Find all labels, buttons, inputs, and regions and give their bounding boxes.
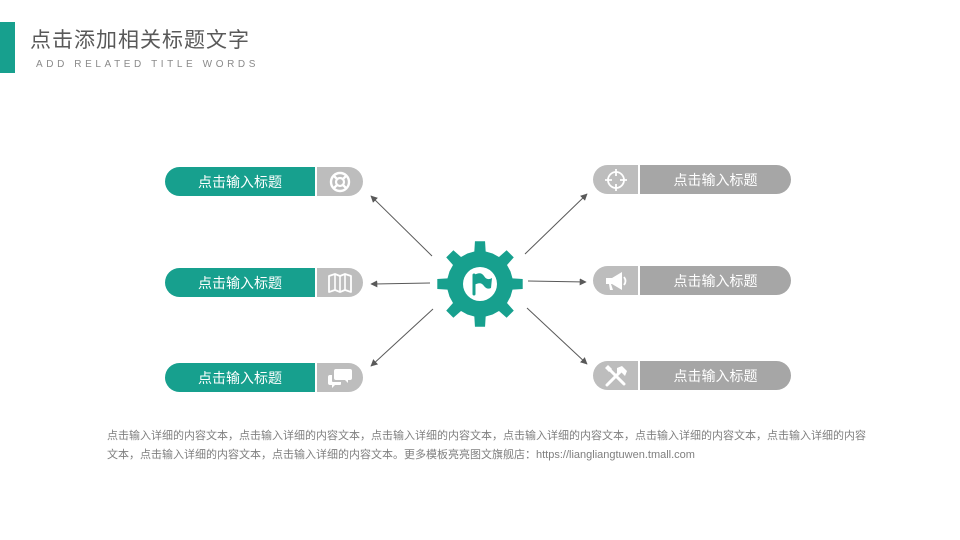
page-title: 点击添加相关标题文字 <box>30 29 250 52</box>
arrow-to-top-right <box>524 193 588 255</box>
arrow-to-bottom-right <box>526 307 588 365</box>
node-label: 点击输入标题 <box>165 268 315 297</box>
arrow-to-bottom-left <box>370 308 434 367</box>
node-label: 点击输入标题 <box>640 266 791 295</box>
body-text: 点击输入详细的内容文本，点击输入详细的内容文本，点击输入详细的内容文本，点击输入… <box>107 430 866 461</box>
node-label: 点击输入标题 <box>640 165 791 194</box>
gear-with-flag-icon <box>437 241 523 327</box>
arrow-to-middle-right <box>527 278 587 286</box>
crosshair-icon <box>593 165 640 194</box>
node-label: 点击输入标题 <box>640 361 791 390</box>
accent-bar <box>0 22 15 73</box>
node-bottom-right[interactable]: 点击输入标题 <box>593 361 791 390</box>
node-bottom-left[interactable]: 点击输入标题 <box>165 363 363 392</box>
chat-bubbles-icon <box>315 363 363 392</box>
map-icon <box>315 268 363 297</box>
arrow-to-top-left <box>370 195 433 257</box>
node-middle-right[interactable]: 点击输入标题 <box>593 266 791 295</box>
connector-arrows <box>370 193 588 367</box>
node-label: 点击输入标题 <box>165 363 315 392</box>
page-subtitle: ADD RELATED TITLE WORDS <box>36 59 260 70</box>
lifebuoy-icon <box>315 167 363 196</box>
arrow-to-middle-left <box>370 280 431 288</box>
node-label: 点击输入标题 <box>165 167 315 196</box>
node-middle-left[interactable]: 点击输入标题 <box>165 268 363 297</box>
tools-icon <box>593 361 640 390</box>
node-top-right[interactable]: 点击输入标题 <box>593 165 791 194</box>
node-top-left[interactable]: 点击输入标题 <box>165 167 363 196</box>
megaphone-icon <box>593 266 640 295</box>
